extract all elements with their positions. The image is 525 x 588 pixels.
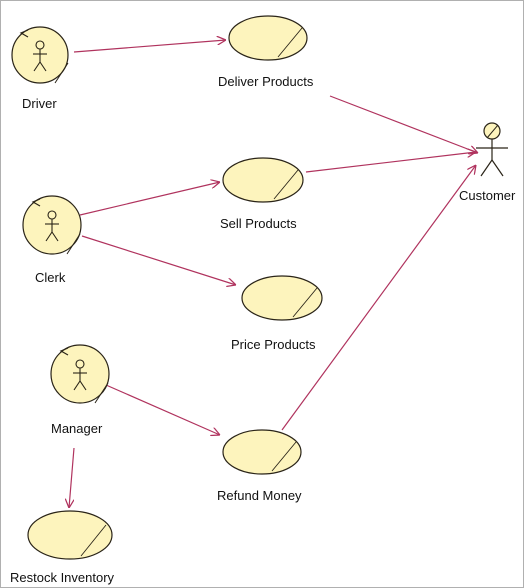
- association-clerk-price: [81, 235, 236, 285]
- actor-label-customer: Customer: [459, 188, 516, 203]
- usecase-price-products[interactable]: [241, 275, 323, 321]
- actor-label-clerk: Clerk: [35, 270, 66, 285]
- business-actor-icon: [22, 195, 82, 255]
- usecase-label-deliver-products: Deliver Products: [218, 74, 314, 89]
- usecase-deliver-products[interactable]: [228, 15, 308, 61]
- usecase-sell-products[interactable]: [222, 157, 304, 203]
- actor-label-driver: Driver: [22, 96, 57, 111]
- actor-manager[interactable]: [50, 344, 110, 404]
- actor-driver[interactable]: [11, 26, 69, 84]
- usecase-label-price-products: Price Products: [231, 337, 316, 352]
- usecase-refund-money[interactable]: [222, 429, 302, 475]
- usecase-label-restock-inventory: Restock Inventory: [10, 570, 115, 585]
- actor-clerk[interactable]: [22, 195, 82, 255]
- association-deliver-customer: [329, 95, 478, 153]
- association-manager-restock: [69, 447, 75, 508]
- usecase-label-sell-products: Sell Products: [220, 216, 297, 231]
- actor-customer[interactable]: [476, 122, 508, 177]
- association-sell-customer: [305, 152, 476, 173]
- usecase-restock-inventory[interactable]: [27, 510, 113, 560]
- actor-label-manager: Manager: [51, 421, 103, 436]
- association-driver-deliver: [73, 40, 226, 53]
- actor-stick-figure-icon: [476, 122, 508, 177]
- usecase-label-refund-money: Refund Money: [217, 488, 302, 503]
- associations: [69, 40, 478, 508]
- association-refund-customer: [281, 165, 476, 431]
- association-clerk-sell: [79, 182, 220, 216]
- business-actor-icon: [50, 344, 110, 404]
- business-actor-icon: [11, 26, 69, 84]
- association-manager-refund: [105, 384, 220, 435]
